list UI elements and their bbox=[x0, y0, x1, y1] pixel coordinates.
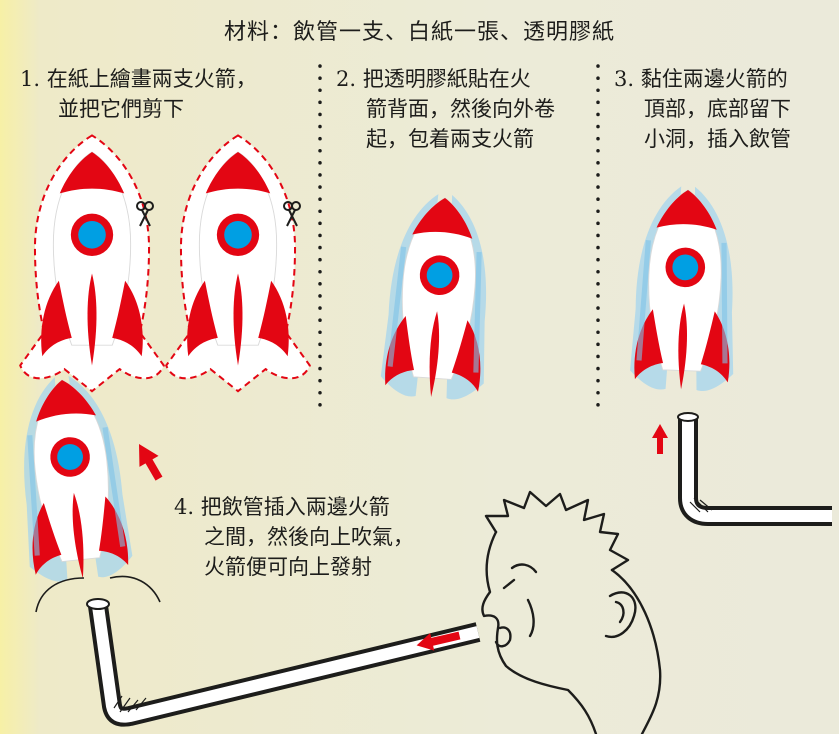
materials-title: 材料：飲管一支、白紙一張、透明膠紙 bbox=[223, 20, 615, 45]
step-4-line-1: 4. 把飲管插入兩邊火箭 bbox=[174, 495, 390, 519]
rocket-icon bbox=[629, 185, 739, 392]
step-4-text: 4. 把飲管插入兩邊火箭 之間，然後向上吹氣， 火箭便可向上發射 bbox=[174, 492, 414, 582]
boy-head-icon bbox=[481, 490, 662, 734]
rocket-icon bbox=[10, 371, 134, 585]
step-2-line-1: 2. 把透明膠紙貼在火 bbox=[336, 67, 531, 91]
step-3-line-3: 小洞，插入飲管 bbox=[644, 127, 791, 151]
step-3-text: 3. 黏住兩邊火箭的 頂部，底部留下 小洞，插入飲管 bbox=[614, 64, 791, 154]
step1-rocket-right bbox=[165, 134, 311, 393]
step4-straw bbox=[86, 598, 481, 727]
step-2-line-3: 起，包着兩支火箭 bbox=[366, 127, 534, 151]
step3-taped-rocket bbox=[629, 185, 739, 392]
rocket-icon bbox=[380, 191, 497, 402]
step-4-line-3: 火箭便可向上發射 bbox=[204, 555, 372, 579]
up-arrow-icon bbox=[652, 424, 668, 454]
step1-rocket-left bbox=[19, 134, 165, 393]
up-arrow-icon bbox=[139, 444, 163, 481]
step-3-line-2: 頂部，底部留下 bbox=[644, 97, 791, 121]
step4-launched-rocket bbox=[10, 371, 134, 585]
step-1-text: 1. 在紙上繪畫兩支火箭， 並把它們剪下 bbox=[20, 64, 257, 124]
step-1-line-1: 1. 在紙上繪畫兩支火箭， bbox=[20, 67, 257, 91]
scissors-icon bbox=[283, 201, 301, 227]
step-4-line-2: 之間，然後向上吹氣， bbox=[204, 525, 414, 549]
step-1-line-2: 並把它們剪下 bbox=[58, 97, 184, 121]
step3-straw bbox=[677, 412, 832, 526]
left-arrow-icon bbox=[416, 631, 461, 651]
step-3-line-1: 3. 黏住兩邊火箭的 bbox=[614, 67, 788, 91]
step2-taped-rocket bbox=[380, 191, 497, 402]
step-2-line-2: 箭背面，然後向外卷 bbox=[366, 97, 555, 121]
launch-motion-lines bbox=[35, 575, 161, 613]
step-2-text: 2. 把透明膠紙貼在火 箭背面，然後向外卷 起，包着兩支火箭 bbox=[336, 64, 555, 154]
scissors-icon bbox=[136, 201, 154, 227]
